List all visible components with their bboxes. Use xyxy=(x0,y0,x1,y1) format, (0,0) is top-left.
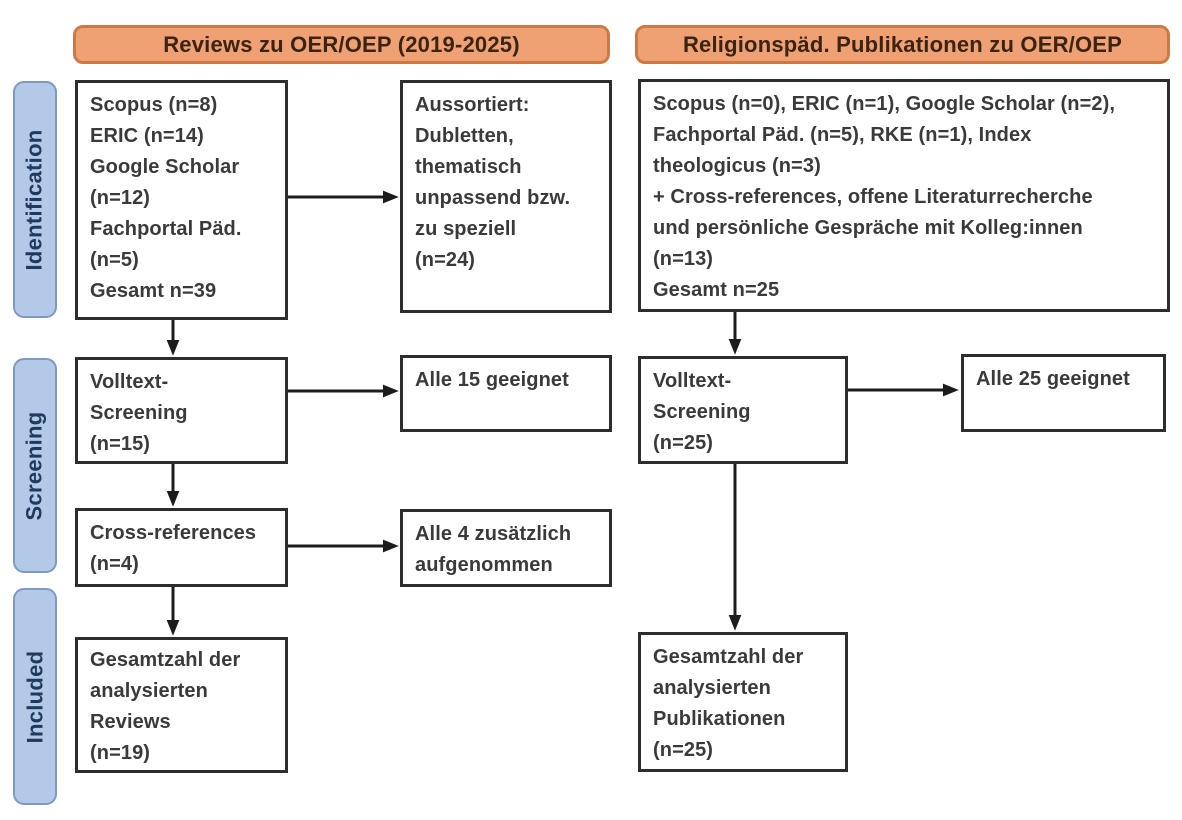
box-left-crossreferences-text: Cross-references (n=4) xyxy=(90,522,257,575)
stage-label-included-text: Included xyxy=(22,650,48,743)
box-right-included-total-text: Gesamtzahl der analysierten Publikatione… xyxy=(653,646,804,761)
column-header-religionspaed: Religionspäd. Publikationen zu OER/OEP xyxy=(635,25,1170,64)
box-right-fulltext-result: Alle 25 geeignet xyxy=(961,354,1166,432)
box-left-sources-text: Scopus (n=8) ERIC (n=14) Google Scholar … xyxy=(90,94,242,302)
stage-label-identification: Identification xyxy=(13,81,57,318)
box-left-fulltext-screening-text: Volltext- Screening (n=15) xyxy=(90,371,188,455)
box-left-fulltext-screening: Volltext- Screening (n=15) xyxy=(75,357,288,464)
box-left-fulltext-result-text: Alle 15 geeignet xyxy=(415,369,569,391)
stage-label-identification-text: Identification xyxy=(22,128,47,271)
box-right-fulltext-result-text: Alle 25 geeignet xyxy=(976,368,1130,390)
box-left-excluded-text: Aussortiert: Dubletten, thematisch unpas… xyxy=(415,94,571,271)
box-left-crossref-result-text: Alle 4 zusätzlich aufgenommen xyxy=(415,523,572,576)
box-left-fulltext-result: Alle 15 geeignet xyxy=(400,355,612,432)
box-right-sources-text: Scopus (n=0), ERIC (n=1), Google Scholar… xyxy=(653,93,1115,301)
column-header-reviews: Reviews zu OER/OEP (2019-2025) xyxy=(73,25,610,64)
stage-label-screening: Screening xyxy=(13,358,57,573)
box-right-sources: Scopus (n=0), ERIC (n=1), Google Scholar… xyxy=(638,79,1170,312)
box-right-fulltext-screening-text: Volltext- Screening (n=25) xyxy=(653,370,751,454)
box-right-included-total: Gesamtzahl der analysierten Publikatione… xyxy=(638,632,848,772)
box-left-excluded: Aussortiert: Dubletten, thematisch unpas… xyxy=(400,80,612,313)
box-left-included-total: Gesamtzahl der analysierten Reviews (n=1… xyxy=(75,637,288,773)
stage-label-included: Included xyxy=(13,588,57,805)
box-left-crossreferences: Cross-references (n=4) xyxy=(75,508,288,587)
box-left-included-total-text: Gesamtzahl der analysierten Reviews (n=1… xyxy=(90,649,241,764)
box-left-crossref-result: Alle 4 zusätzlich aufgenommen xyxy=(400,509,612,587)
stage-label-screening-text: Screening xyxy=(22,410,48,521)
box-left-sources: Scopus (n=8) ERIC (n=14) Google Scholar … xyxy=(75,80,288,320)
box-right-fulltext-screening: Volltext- Screening (n=25) xyxy=(638,356,848,464)
